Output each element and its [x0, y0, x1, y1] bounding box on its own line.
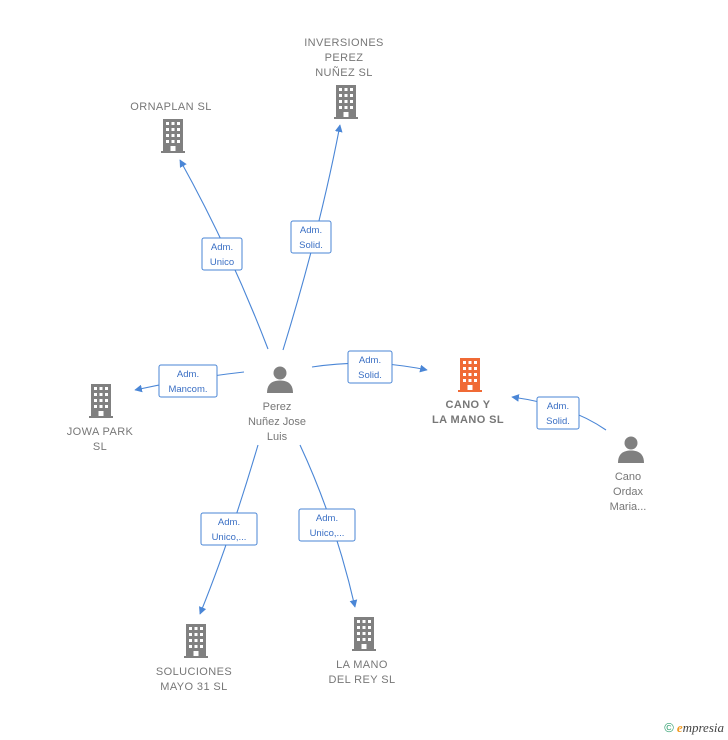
node-label-line: Ordax [613, 486, 643, 498]
node-inversiones[interactable]: INVERSIONES PEREZ NUÑEZ SL [304, 37, 384, 119]
node-label-line: INVERSIONES [304, 37, 384, 49]
node-label-line: PEREZ [325, 52, 364, 64]
node-cano_mano[interactable]: CANO Y LA MANO SL [432, 358, 504, 426]
role-label-box[interactable] [158, 364, 218, 398]
edge-perez-to-inversiones: Adm. Solid. [282, 124, 343, 351]
role-label-line: Solid. [358, 370, 382, 381]
role-label-line: Adm. [547, 401, 569, 412]
edge-perez-to-cano_mano: Adm. Solid. [311, 350, 428, 384]
building-icon[interactable] [458, 358, 482, 392]
copyright-symbol: © [664, 720, 674, 735]
role-label-box[interactable] [201, 237, 243, 271]
node-label-line: ORNAPLAN SL [130, 101, 211, 113]
node-label-line: MAYO 31 SL [160, 681, 227, 693]
role-label-line: Adm. [218, 517, 240, 528]
building-icon[interactable] [89, 384, 113, 418]
role-label-line: Unico,... [212, 532, 247, 543]
node-soluciones[interactable]: SOLUCIONES MAYO 31 SL [156, 624, 232, 693]
role-label-line: Unico,... [310, 528, 345, 539]
logo-rest: mpresia [682, 720, 724, 735]
role-label-line: Adm. [177, 369, 199, 380]
edge-perez-to-soluciones: Adm. Unico,... [199, 444, 259, 615]
role-label-line: Unico [210, 257, 234, 268]
node-label-line: LA MANO [336, 659, 388, 671]
edges-layer: Adm.UnicoAdm.Solid.Adm.Mancom.Adm.Solid.… [134, 124, 607, 615]
building-icon[interactable] [334, 85, 358, 119]
role-label-line: Adm. [359, 355, 381, 366]
role-label-box[interactable] [200, 512, 258, 546]
node-cano_ordax[interactable]: CanoOrdaxMaria... [610, 436, 647, 514]
edge-perez-to-lamano: Adm. Unico,... [298, 444, 358, 608]
node-label-line: Perez [263, 401, 292, 413]
building-icon[interactable] [161, 119, 185, 153]
node-jowa[interactable]: JOWA PARK SL [67, 384, 134, 453]
logo-e: e [676, 720, 683, 735]
node-label-line: Maria... [610, 501, 647, 513]
person-icon[interactable] [618, 436, 644, 464]
building-icon[interactable] [352, 617, 376, 651]
node-label-line: Luis [267, 431, 288, 443]
building-icon[interactable] [184, 624, 208, 658]
node-label-line: JOWA PARK [67, 426, 134, 438]
edge-perez-to-jowa: Adm. Mancom. [134, 364, 245, 398]
node-label-line: Cano [615, 471, 641, 483]
role-label-line: Mancom. [168, 384, 207, 395]
node-label-line: NUÑEZ SL [315, 66, 373, 79]
role-label-box[interactable] [298, 508, 356, 542]
node-label-line: Nuñez Jose [248, 416, 306, 428]
role-label-line: Adm. [211, 242, 233, 253]
empresia-logo: ©empresia [664, 720, 724, 736]
role-label-line: Adm. [300, 225, 322, 236]
role-label-line: Adm. [316, 513, 338, 524]
node-lamano[interactable]: LA MANO DEL REY SL [329, 617, 396, 686]
node-label-line: CANO Y [446, 399, 491, 411]
node-label-line: SL [93, 441, 107, 453]
edge-perez-to-ornaplan: Adm. Unico [179, 159, 269, 350]
node-ornaplan[interactable]: ORNAPLAN SL [130, 101, 211, 153]
role-label-box[interactable] [536, 396, 580, 430]
role-label-line: Solid. [299, 240, 323, 251]
edge-cano_ordax-to-cano_mano: Adm. Solid. [511, 394, 607, 431]
person-icon[interactable] [267, 366, 293, 394]
node-label-line: DEL REY SL [329, 674, 396, 686]
role-label-box[interactable] [347, 350, 393, 384]
node-label-line: LA MANO SL [432, 414, 504, 426]
node-label-line: SOLUCIONES [156, 666, 232, 678]
role-label-box[interactable] [290, 220, 332, 254]
role-label-line: Solid. [546, 416, 570, 427]
